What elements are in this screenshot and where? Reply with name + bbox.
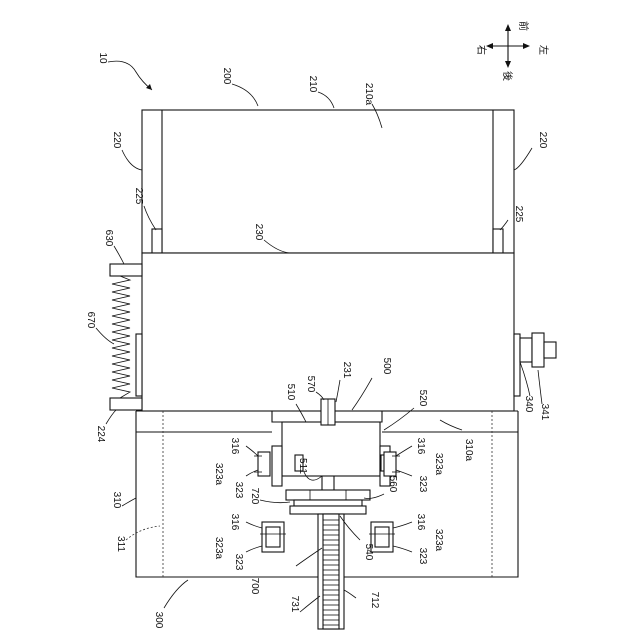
label-316-lr: 316 [415,514,426,531]
label-341: 341 [539,404,550,421]
knob-340-341 [520,333,556,367]
label-323-ul: 323 [233,482,244,499]
label-210a: 210a [363,83,374,106]
label-323-ll: 323 [233,554,244,571]
label-220-left: 220 [111,132,122,149]
label-323-lr: 323 [417,548,428,565]
upper-frame-200 [142,110,514,253]
label-323a-ur: 323a [433,453,444,476]
label-310a: 310a [463,439,474,462]
label-300: 300 [153,612,164,629]
label-225-left: 225 [133,188,144,205]
label-540: 540 [363,544,374,561]
label-323a-lr: 323a [433,529,444,552]
label-500: 500 [381,358,392,375]
label-323a-ll: 323a [213,537,224,560]
compass-front: 前 [517,21,530,31]
label-511: 511 [297,458,308,474]
label-670: 670 [85,312,96,329]
label-210: 210 [307,76,318,93]
label-316-ul: 316 [229,438,240,455]
label-720: 720 [249,488,260,505]
label-700: 700 [249,578,260,595]
main-body-230 [136,253,520,411]
label-10: 10 [97,52,108,64]
shaft-assembly [286,476,370,514]
unit-500 [272,399,390,486]
label-570: 570 [305,376,316,393]
label-230: 230 [253,224,264,241]
label-225-right: 225 [513,206,524,223]
label-200: 200 [221,68,232,85]
compass-left: 左 [537,45,550,55]
label-311: 311 [115,536,126,552]
label-316-ur: 316 [415,438,426,455]
label-510: 510 [285,384,296,401]
label-520: 520 [417,390,428,407]
label-231: 231 [341,362,352,379]
label-220-right: 220 [537,132,548,149]
label-224: 224 [95,426,106,443]
bracket-lower-left [260,522,286,552]
label-712: 712 [369,592,380,609]
label-316-ll: 316 [229,514,240,531]
label-560: 560 [387,476,398,493]
rack-700 [318,514,344,629]
compass-back: 後 [501,71,514,81]
label-731: 731 [289,596,300,613]
label-323a-ul: 323a [213,463,224,486]
bracket-upper-right [384,452,400,476]
label-340: 340 [523,396,534,413]
label-310: 310 [111,492,122,509]
direction-compass: 前 後 右 左 [475,21,550,81]
compass-right: 右 [475,45,488,55]
label-323-ur: 323 [417,476,428,493]
bracket-upper-left [254,452,270,476]
label-630: 630 [103,230,114,247]
